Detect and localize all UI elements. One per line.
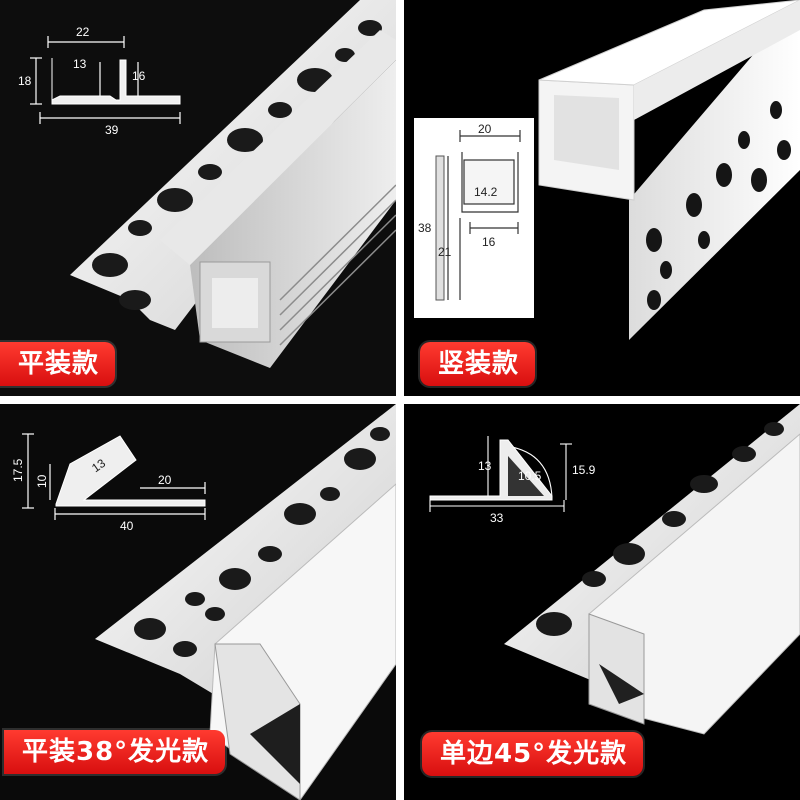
variant-panel-flat-38[interactable]: 17.5 10 13 20 40 平装38°发光款: [0, 404, 396, 800]
dim-bottom-39: 39: [105, 123, 119, 137]
vertical-profile-illustration: 20 14.2 38 21 16: [414, 0, 800, 340]
variant-label-flat-38[interactable]: 平装38°发光款: [4, 730, 226, 774]
dim-top-20: 20: [478, 122, 492, 136]
dim-inner-13: 13: [73, 57, 87, 71]
flat-profile-illustration: 22 13 18 16 39: [18, 0, 396, 368]
dim-inner-14-2: 14.2: [474, 185, 498, 199]
dim-right-16: 16: [132, 69, 146, 83]
variant-label-vertical[interactable]: 竖装款: [420, 342, 536, 386]
dim-left-13: 13: [478, 459, 492, 473]
dim-right-15-9: 15.9: [572, 463, 596, 477]
variant-label-flat[interactable]: 平装款: [0, 342, 116, 386]
variant-panel-single-45[interactable]: 13 10.5 15.9 33 单边45°发光款: [404, 404, 800, 800]
flat-38-profile-illustration: 17.5 10 13 20 40: [11, 404, 396, 800]
dim-bottom-33: 33: [490, 511, 504, 525]
dim-top-22: 22: [76, 25, 90, 39]
single-45-profile-illustration: 13 10.5 15.9 33: [429, 404, 800, 735]
dim-inner-10: 10: [35, 474, 49, 488]
dim-right-20: 20: [158, 473, 172, 487]
dim-left-18: 18: [18, 74, 32, 88]
dim-bottom-16: 16: [482, 235, 496, 249]
variant-panel-flat[interactable]: 22 13 18 16 39 平装款: [0, 0, 396, 396]
variant-panel-vertical[interactable]: 20 14.2 38 21 16 竖装款: [404, 0, 800, 396]
variant-label-single-45[interactable]: 单边45°发光款: [422, 732, 644, 776]
dim-left-38: 38: [418, 221, 432, 235]
dim-lower-21: 21: [438, 245, 452, 259]
dim-inner-10-5: 10.5: [518, 469, 542, 483]
dim-outer-17-5: 17.5: [11, 458, 25, 482]
dim-bottom-40: 40: [120, 519, 134, 533]
